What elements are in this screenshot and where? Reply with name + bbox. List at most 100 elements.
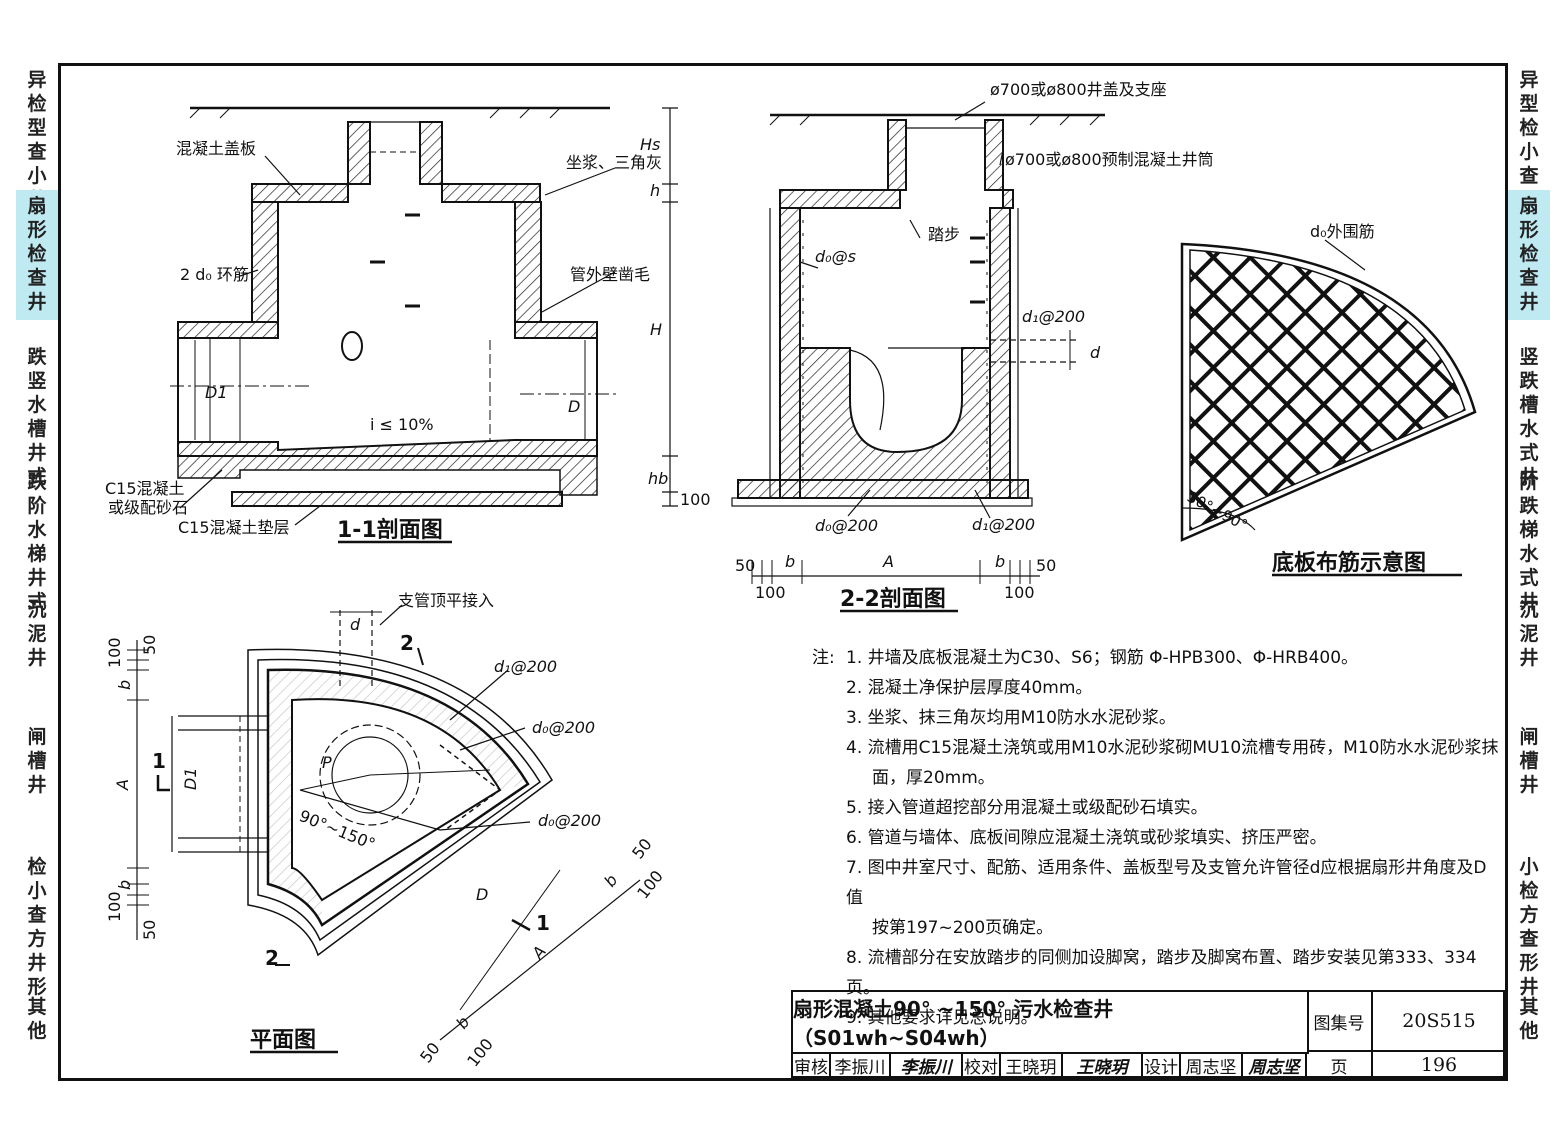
- dim-b-right: b: [995, 552, 1005, 571]
- label-c15-alt: 或级配砂石: [108, 498, 188, 517]
- label-ring-bar: 2 d₀ 环筋: [180, 265, 249, 284]
- side-tab-right-7[interactable]: 其他: [1519, 996, 1539, 1042]
- side-tab-right-3[interactable]: 阶跌梯水式井: [1519, 471, 1539, 613]
- check-name: 王晓玥: [1001, 1052, 1063, 1078]
- label-plan-a-left: A: [113, 779, 132, 791]
- dim-100-left: 100: [755, 583, 786, 602]
- side-tab-right-5[interactable]: 闸槽井: [1519, 726, 1539, 796]
- side-tab-left-7[interactable]: 其他: [27, 996, 47, 1042]
- side-tab-left-6[interactable]: 检小查方井形: [27, 856, 47, 998]
- review-label: 审核: [793, 1052, 831, 1078]
- section-1-1-title: 1-1剖面图: [337, 517, 443, 543]
- note-item: 7. 图中井室尺寸、配筋、适用条件、盖板型号及支管允许管径d应根据扇形井角度及D…: [846, 858, 1487, 908]
- page-label: 页: [1307, 1052, 1373, 1078]
- label-d1-200-bottom: d₁@200: [972, 515, 1035, 534]
- side-tab-left-5[interactable]: 闸槽井: [27, 726, 47, 796]
- notes-head: 注:: [812, 648, 835, 668]
- label-plan-d0-200-b: d₀@200: [538, 811, 601, 830]
- label-d: D: [568, 397, 580, 416]
- dim-b-left: b: [785, 552, 795, 571]
- note-item: 9. 其他要求详见总说明。: [846, 1008, 1038, 1028]
- side-tab-left-2[interactable]: 跌竖水槽井式: [27, 346, 47, 488]
- section-mark-2-top: 2: [400, 631, 414, 655]
- section-mark-1-right: 1: [536, 911, 550, 935]
- note-item: 3. 坐浆、抹三角灰均用M10防水水泥砂浆。: [846, 708, 1176, 728]
- side-tab-left-3[interactable]: 跌阶水梯井式: [27, 471, 47, 613]
- label-d1: D1: [205, 383, 228, 402]
- label-mortar: 坐浆、三角灰: [566, 153, 662, 172]
- label-plan-a-bottom: A: [528, 942, 550, 963]
- label-plan-p: P: [322, 753, 332, 772]
- side-tab-right-6[interactable]: 小检方查形井: [1519, 856, 1539, 998]
- check-label: 校对: [963, 1052, 1001, 1078]
- dim-plan-100-bottom-right: 100: [463, 1035, 497, 1071]
- dim-a: A: [882, 552, 894, 571]
- label-c15: C15混凝土: [105, 479, 185, 498]
- notes-block: 注: 1. 井墙及底板混凝土为C30、S6；钢筋 Φ-HPB300、Φ-HRB4…: [812, 643, 1502, 1033]
- label-slope: i ≤ 10%: [370, 415, 434, 434]
- label-outer-ring-bar: d₀外围筋: [1310, 222, 1375, 241]
- side-tab-left-4[interactable]: 沉泥井: [27, 599, 47, 669]
- note-item: 5. 接入管道超挖部分用混凝土或级配砂石填实。: [846, 798, 1208, 818]
- side-tab-right-2[interactable]: 竖跌槽水式井: [1519, 346, 1539, 488]
- design-name: 周志坚: [1181, 1052, 1243, 1078]
- dim-100: 100: [680, 490, 711, 509]
- side-tab-right-4[interactable]: 沉泥井: [1519, 599, 1539, 669]
- label-d0s: d₀@s: [815, 247, 856, 266]
- dim-h-small: h: [650, 181, 660, 200]
- label-step: 踏步: [928, 225, 960, 244]
- dim-hs: Hs: [640, 135, 660, 154]
- dim-50-left: 50: [735, 556, 755, 575]
- dim-plan-50-bottom-right: 50: [416, 1039, 444, 1067]
- note-item: 1. 井墙及底板混凝土为C30、S6；钢筋 Φ-HPB300、Φ-HRB400。: [846, 648, 1359, 668]
- dim-plan-100-bottom: 100: [105, 891, 124, 922]
- dim-plan-50-right: 50: [628, 835, 656, 863]
- label-plan-d1-200: d₁@200: [494, 657, 557, 676]
- label-d0-200: d₀@200: [815, 516, 878, 535]
- dim-h: H: [650, 320, 662, 339]
- notes-list: 1. 井墙及底板混凝土为C30、S6；钢筋 Φ-HPB300、Φ-HRB400。…: [812, 643, 1502, 1033]
- dim-plan-b-bottom: b: [115, 880, 134, 890]
- label-cushion: C15混凝土垫层: [178, 518, 290, 537]
- label-precast-shaft: ø700或ø800预制混凝土井筒: [1005, 150, 1214, 169]
- set-value: 20S515: [1373, 992, 1505, 1052]
- check-signature: 王晓玥: [1063, 1052, 1143, 1078]
- note-item: 按第197~200页确定。: [872, 918, 1054, 938]
- label-d-side: d: [1090, 343, 1101, 362]
- note-item: 面，厚20mm。: [872, 768, 995, 788]
- review-signature: 李振川: [891, 1052, 963, 1078]
- dim-plan-100-top: 100: [105, 637, 124, 668]
- dim-plan-50-bottom: 50: [140, 920, 159, 940]
- label-branch-d: d: [350, 615, 361, 634]
- section-mark-1-left: 1: [152, 749, 166, 773]
- section-2-2: [731, 101, 1105, 613]
- design-signature: 周志坚: [1243, 1052, 1307, 1078]
- set-label: 图集号: [1307, 992, 1373, 1052]
- review-name: 李振川: [831, 1052, 891, 1078]
- label-branch-pipe: 支管顶平接入: [398, 591, 494, 610]
- label-cover-slab: 混凝土盖板: [176, 139, 256, 158]
- baseplate-diagram: [1180, 239, 1477, 577]
- side-tab-left-1[interactable]: 扇形检查井: [16, 190, 58, 320]
- baseplate-title: 底板布筋示意图: [1272, 550, 1426, 576]
- side-tab-right-1[interactable]: 扇形检查井: [1508, 190, 1550, 320]
- plan-title: 平面图: [250, 1028, 316, 1053]
- page-value: 196: [1420, 1054, 1458, 1076]
- note-item: 8. 流槽部分在安放踏步的同侧加设脚窝，踏步及脚窝布置、踏步安装见第333、33…: [846, 948, 1477, 998]
- section-mark-2-bottom: 2: [265, 946, 279, 970]
- label-d1-200-side: d₁@200: [1022, 307, 1085, 326]
- section-1-1: [170, 106, 678, 544]
- dim-100-right: 100: [1004, 583, 1035, 602]
- note-item: 6. 管道与墙体、底板间隙应混凝土浇筑或砂浆填实、挤压严密。: [846, 828, 1327, 848]
- label-plan-d: D: [476, 885, 488, 904]
- plan-view: [127, 604, 641, 1054]
- drawing-title: 扇形混凝土90° ~150° 污水检查井（S01wh~S04wh）: [793, 992, 1309, 1054]
- dim-plan-50-top: 50: [140, 635, 159, 655]
- label-rough-wall: 管外壁凿毛: [570, 265, 650, 284]
- design-label: 设计: [1143, 1052, 1181, 1078]
- label-plan-d0-200-a: d₀@200: [532, 718, 595, 737]
- dim-hb: hb: [648, 469, 668, 488]
- title-block: 扇形混凝土90° ~150° 污水检查井（S01wh~S04wh） 图集号 20…: [791, 990, 1505, 1078]
- label-cover-seat: ø700或ø800井盖及支座: [990, 80, 1167, 99]
